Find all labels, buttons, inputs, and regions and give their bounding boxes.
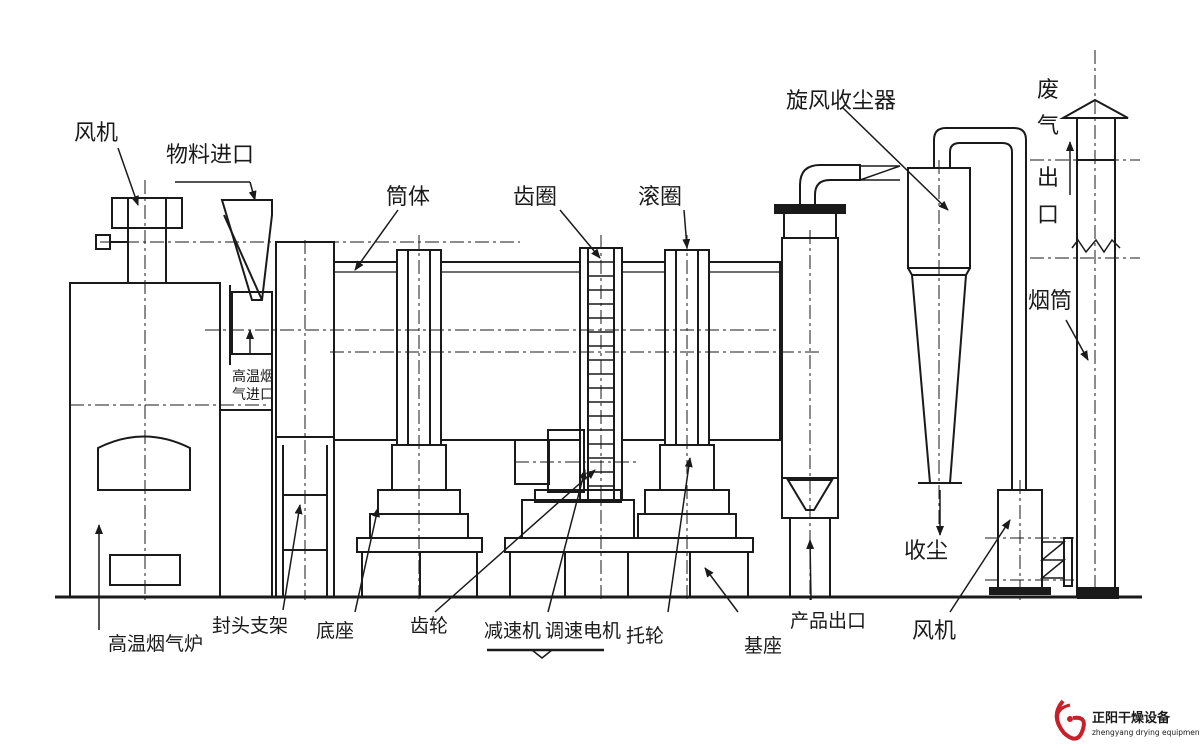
label-exhaust-4: 口 bbox=[1037, 203, 1059, 228]
duct-damper bbox=[859, 165, 901, 181]
brand-subtitle: zhengyang drying equipment bbox=[1092, 728, 1200, 737]
label-gear-ring: 齿圈 bbox=[513, 185, 557, 210]
label-exhaust-2: 气 bbox=[1037, 114, 1059, 139]
label-exhaust-1: 废 bbox=[1037, 78, 1059, 103]
label-fan-bottom: 风机 bbox=[912, 619, 956, 644]
discharge-box bbox=[774, 204, 846, 597]
brand-mark-icon bbox=[1054, 699, 1086, 741]
label-head-support: 封头支架 bbox=[212, 615, 288, 637]
label-riding-wheel: 托轮 bbox=[626, 625, 664, 647]
exhaust-fan bbox=[989, 489, 1073, 595]
label-rolling-ring: 滚圈 bbox=[638, 185, 682, 210]
label-fan-top: 风机 bbox=[74, 121, 118, 146]
center-lines bbox=[70, 50, 1140, 600]
label-reducer: 减速机 bbox=[484, 620, 541, 642]
label-furnace: 高温烟气炉 bbox=[108, 633, 203, 655]
foundation-frames bbox=[356, 537, 754, 597]
cyclone-collector bbox=[907, 127, 1027, 490]
brand-name: 正阳干燥设备 bbox=[1092, 710, 1171, 726]
label-exhaust-3: 出 bbox=[1037, 166, 1059, 191]
label-dust-collect: 收尘 bbox=[904, 539, 948, 564]
chimney-stack bbox=[1059, 98, 1129, 599]
label-foundation: 基座 bbox=[744, 635, 782, 657]
label-product-outlet: 产品出口 bbox=[790, 610, 866, 632]
label-gear: 齿轮 bbox=[410, 615, 448, 637]
label-chimney: 烟筒 bbox=[1028, 289, 1072, 314]
label-hot-gas-inlet-1: 高温烟 bbox=[232, 368, 274, 385]
label-cyclone: 旋风收尘器 bbox=[786, 89, 896, 114]
leader-lines bbox=[95, 107, 1089, 659]
feed-hopper bbox=[220, 199, 273, 301]
label-base: 底座 bbox=[316, 620, 354, 642]
hot-gas-inlet-flange bbox=[229, 285, 273, 365]
duct-to-cyclone bbox=[799, 164, 861, 205]
brand-logo: 正阳干燥设备 zhengyang drying equipment bbox=[1054, 699, 1200, 741]
furnace-fan bbox=[95, 197, 183, 284]
label-cylinder: 筒体 bbox=[386, 185, 430, 210]
label-hot-gas-inlet-2: 气进口 bbox=[232, 387, 274, 403]
label-speed-motor: 调速电机 bbox=[545, 620, 621, 642]
label-material-inlet: 物料进口 bbox=[166, 143, 254, 168]
